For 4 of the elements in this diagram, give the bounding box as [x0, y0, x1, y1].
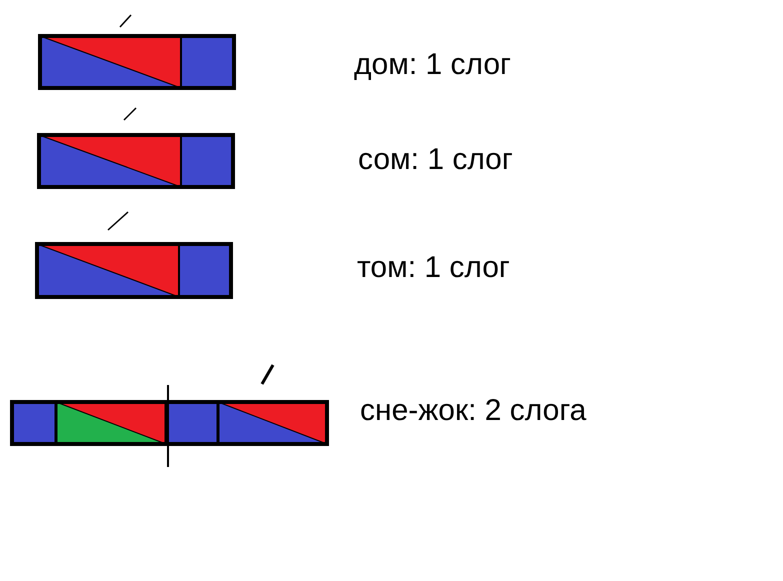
- word-syllable-label: том: 1 слог: [357, 253, 510, 283]
- word-syllable-label: сне-жок: 2 слога: [360, 396, 586, 426]
- word-syllable-label: сом: 1 слог: [358, 145, 513, 175]
- word-syllable-label: дом: 1 слог: [354, 50, 511, 80]
